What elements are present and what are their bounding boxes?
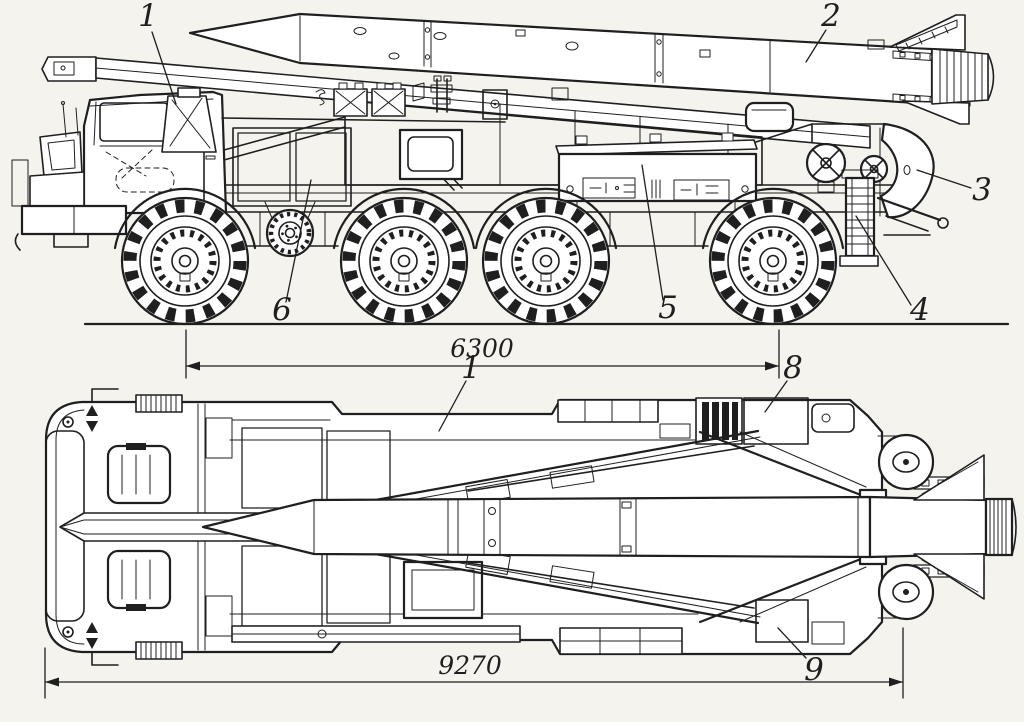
fender-2 [332,187,476,250]
antennas [62,103,79,138]
deck-equipment [221,75,885,213]
callout-label: 5 [658,290,678,326]
jerrycan-rack-2 [371,82,406,117]
callout-side-5: 5 [641,164,678,326]
callout-plan-9: 9 [777,627,824,688]
seat-dashed [115,167,175,193]
grille-frame [232,127,352,207]
callout-label: 4 [909,292,930,328]
dimension-upper: 6300 [185,329,780,379]
stowage-box [744,101,795,133]
bottom-edge-boxes [559,599,845,655]
callout-side-3: 3 [916,169,992,208]
perforated-panel-9 [755,599,809,643]
windshield-marks [105,149,153,179]
cab-hatch-top [106,443,172,505]
plan-view [44,388,1017,666]
rocket-nozzle-plan [984,497,1017,557]
callout-label: 2 [820,0,841,34]
callout-side-4: 4 [855,215,930,328]
mirror-top [86,388,119,432]
mirror-bottom [86,622,119,666]
equipment-bench [555,132,758,213]
jerrycan-rack-1 [333,82,368,117]
tow-hook [14,233,21,251]
top-edge-boxes [557,397,855,445]
side-view [11,12,1010,324]
spare-wheel [264,201,316,258]
callout-label: 1 [461,350,481,386]
rocket-nozzle-side [931,48,995,105]
louver-strips [135,394,183,660]
strut-pad [549,565,595,589]
callout-label: 8 [783,350,803,386]
strut-pad [549,465,595,489]
callouts: 1 2 3 4 5 6 1 8 [138,0,992,688]
callout-side-6: 6 [272,179,312,328]
rear-wheels-plan [877,433,935,621]
dimension-lower: 9270 [44,627,904,699]
callout-side-1: 1 [138,0,177,105]
rear-jack [839,169,879,267]
nose-support-pedestal [161,95,217,153]
wheel-axle-3 [483,198,609,324]
engine-grille-1 [237,132,291,202]
callout-plan-8: 8 [764,350,803,413]
rocket-spine-box [867,39,885,50]
callout-side-2: 2 [805,0,841,63]
rocket-side [188,12,995,125]
rail-front-tip [41,56,97,82]
callout-label: 1 [138,0,158,34]
callout-label: 3 [972,172,992,208]
wheels-side [113,187,845,324]
door-handle [205,155,216,160]
rocket-tail-plan [868,495,988,559]
dimension-lower-value: 9270 [438,651,502,680]
cowl-slope [223,116,346,161]
rocket-fins-plan [913,454,985,600]
rear-loading-gear [805,122,949,267]
cab-hatch-bottom [106,549,172,611]
blast-deflector [879,122,935,219]
wheel-axle-1 [122,198,248,324]
perforated-panel-8 [743,397,809,445]
rocket-plan [201,454,1017,600]
dimension-upper-value: 6300 [450,334,514,363]
callout-plan-1: 1 [438,350,481,432]
rocket-plan-body [201,495,872,559]
fender-4 [701,187,845,250]
wheel-axle-4 [710,198,836,324]
fender-3 [474,187,618,250]
callout-label: 6 [272,292,292,328]
engine-grille-2 [295,132,347,202]
fender-1 [113,187,257,250]
wheel-axle-2 [341,198,467,324]
callout-label: 9 [804,652,824,688]
